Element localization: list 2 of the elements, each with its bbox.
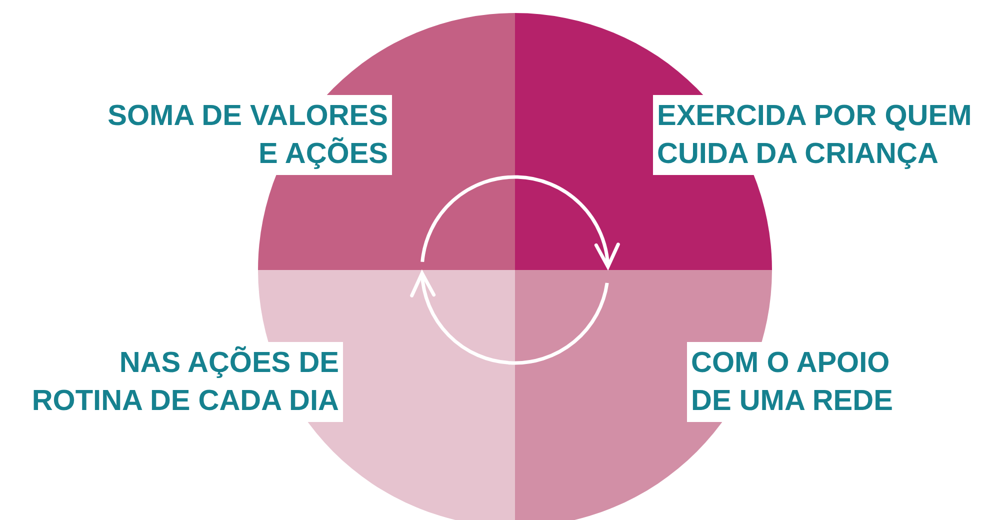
cycle-arrow	[420, 175, 618, 268]
cycle-arrow	[412, 272, 609, 365]
